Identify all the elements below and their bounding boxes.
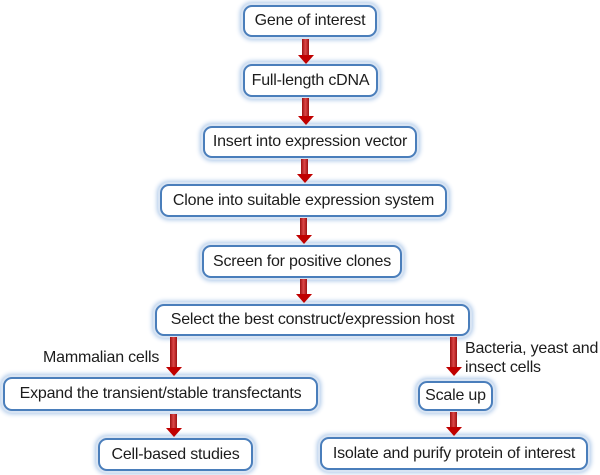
arrow-head: [165, 428, 182, 437]
arrow-stem: [170, 337, 177, 367]
arrow-select-to-scale-up-icon: [445, 337, 462, 376]
node-label: Isolate and purify protein of interest: [332, 444, 576, 462]
arrow-stem: [170, 414, 177, 428]
arrow-head: [445, 427, 462, 436]
arrow-stem: [300, 218, 307, 235]
node-screen-positive-clones: Screen for positive clones: [202, 245, 402, 278]
node-label: Insert into expression vector: [212, 133, 408, 150]
arrow-cdna-to-insert-icon: [297, 98, 314, 125]
arrow-stem: [302, 98, 309, 116]
arrow-head: [295, 294, 312, 303]
arrow-gene-to-cdna-icon: [297, 39, 314, 64]
arrow-insert-to-clone-icon: [296, 159, 313, 183]
node-label: Cell-based studies: [111, 445, 240, 463]
arrow-head: [297, 55, 314, 64]
arrow-stem: [300, 279, 307, 294]
node-clone-into-expression-system: Clone into suitable expression system: [160, 184, 447, 217]
arrow-stem: [301, 159, 308, 174]
node-label: Screen for positive clones: [212, 252, 391, 270]
arrow-head: [445, 367, 462, 376]
arrow-clone-to-screen-icon: [295, 218, 312, 244]
arrow-stem: [450, 412, 457, 427]
node-cell-based-studies: Cell-based studies: [98, 438, 253, 471]
node-label: Full-length cDNA: [251, 71, 370, 89]
node-label: Clone into suitable expression system: [172, 191, 435, 209]
node-label: Scale up: [425, 387, 486, 404]
node-label: Select the best construct/expression hos…: [170, 311, 455, 328]
node-label: Gene of interest: [254, 12, 366, 29]
node-full-length-cdna: Full-length cDNA: [243, 64, 378, 97]
arrow-screen-to-select-icon: [295, 279, 312, 303]
node-insert-into-expression-vector: Insert into expression vector: [203, 126, 417, 158]
arrow-stem: [302, 39, 309, 55]
branch-label-bacteria-yeast-insect-cells: Bacteria, yeast and insect cells: [465, 340, 599, 376]
node-isolate-purify-protein: Isolate and purify protein of interest: [320, 437, 588, 470]
arrow-head: [165, 367, 182, 376]
arrow-select-to-expand-icon: [165, 337, 182, 376]
arrow-head: [297, 116, 314, 125]
branch-label-mammalian-cells: Mammalian cells: [43, 349, 160, 366]
arrow-head: [296, 174, 313, 183]
node-expand-transfectants: Expand the transient/stable transfectant…: [3, 377, 318, 411]
arrow-scale-up-to-isolate-icon: [445, 412, 462, 436]
arrow-expand-to-cell-studies-icon: [165, 414, 182, 437]
node-scale-up: Scale up: [418, 381, 493, 411]
node-label: Expand the transient/stable transfectant…: [19, 385, 302, 402]
arrow-stem: [450, 337, 457, 367]
node-gene-of-interest: Gene of interest: [243, 5, 377, 37]
node-select-best-construct: Select the best construct/expression hos…: [155, 304, 470, 336]
arrow-head: [295, 235, 312, 244]
